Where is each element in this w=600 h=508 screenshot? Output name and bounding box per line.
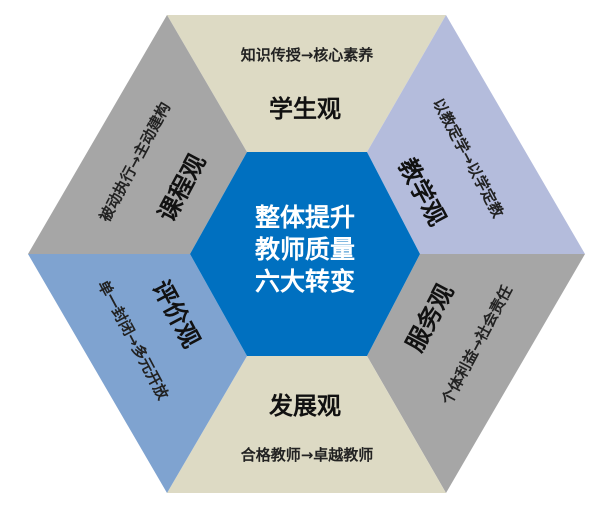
student-subtitle: 知识传授→核心素养 bbox=[241, 46, 375, 64]
center-line-3: 六大转变 bbox=[255, 267, 355, 296]
student-title: 学生观 bbox=[269, 95, 341, 123]
segment-evaluation bbox=[28, 254, 247, 493]
development-title: 发展观 bbox=[268, 392, 341, 420]
center-line-1: 整体提升 bbox=[255, 203, 355, 232]
center-line-2: 教师质量 bbox=[255, 235, 355, 264]
segment-service bbox=[367, 254, 585, 493]
segment-curriculum bbox=[28, 15, 247, 254]
segment-teaching bbox=[367, 15, 585, 254]
development-subtitle: 合格教师→卓越教师 bbox=[240, 446, 374, 464]
segment-student bbox=[167, 15, 446, 152]
center-hexagon bbox=[190, 152, 420, 356]
segment-development bbox=[167, 356, 446, 493]
